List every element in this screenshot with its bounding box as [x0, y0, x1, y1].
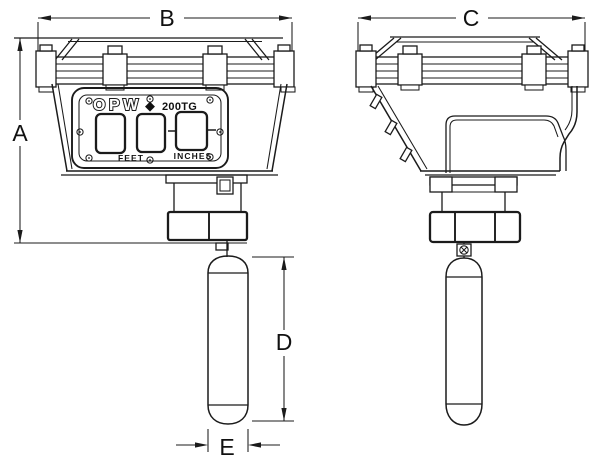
dimension-c: C: [357, 5, 586, 52]
cover-clamp: [102, 45, 128, 91]
arrowhead-left: [358, 15, 371, 21]
dim-label-b: B: [159, 5, 174, 31]
diamond-icon: ◆: [145, 98, 155, 113]
brand-logo: OPW: [93, 97, 142, 114]
faceplate-screws: [76, 95, 224, 164]
hinge-knuckle: [369, 93, 383, 110]
model-number: 200TG: [162, 101, 197, 113]
arrowhead-right: [572, 15, 585, 21]
dim-label-d: D: [276, 329, 293, 355]
gauge-lid-side: [355, 36, 589, 93]
wire-tab: [215, 242, 229, 251]
arrowhead-down: [17, 230, 23, 243]
arrowhead-up: [17, 38, 23, 51]
cover-clamp: [202, 45, 228, 91]
arrowhead-right: [279, 15, 292, 21]
display-windows: [94, 110, 216, 155]
cover-bolt-left: [355, 50, 377, 88]
gauge-body-side: [369, 85, 578, 176]
cover-bolt-right: [567, 50, 589, 88]
cover-bolt-left: [35, 50, 57, 88]
cover-clamp: [521, 45, 547, 91]
gauge-lid-front: [14, 37, 296, 93]
dimension-b: B: [37, 5, 293, 52]
coupling-nut-side: [428, 210, 522, 244]
float-side: [445, 242, 483, 426]
dimension-e: E: [176, 429, 280, 460]
dim-label-a: A: [12, 120, 28, 146]
cover-clamp: [397, 45, 423, 91]
arrowhead-left: [38, 15, 51, 21]
hinge-knuckle: [384, 119, 398, 136]
dim-label-c: C: [463, 5, 480, 31]
riser-front: [165, 174, 249, 242]
faceplate: OPW ◆ 200TG FEET INCHES: [71, 87, 229, 169]
front-view: B A: [12, 5, 296, 460]
riser-side: [428, 176, 522, 244]
inches-label: INCHES: [174, 151, 213, 161]
arrowhead-right: [195, 442, 208, 448]
inner-channel: [445, 115, 567, 173]
back-shell-edge: [559, 86, 578, 171]
arrowhead-left: [248, 442, 261, 448]
dimension-a: A: [12, 38, 247, 244]
feet-label: FEET: [118, 153, 144, 163]
inches-window: [174, 110, 209, 152]
hinge-knuckle: [399, 146, 413, 163]
float-swivel: [456, 243, 472, 257]
side-view: C: [355, 5, 589, 426]
float-capsule: [207, 255, 249, 425]
feet-window-ones: [135, 112, 167, 154]
feet-window-tens: [94, 112, 127, 155]
arrowhead-down: [281, 408, 287, 421]
arrowhead-up: [281, 257, 287, 270]
float-front: [207, 240, 249, 425]
dimension-d: D: [252, 256, 294, 422]
gauge-body-front: [51, 83, 288, 176]
cover-bolt-right: [273, 50, 295, 88]
dim-label-e: E: [219, 434, 234, 460]
coupling-nut-front: [166, 210, 249, 242]
float-capsule: [445, 257, 483, 426]
